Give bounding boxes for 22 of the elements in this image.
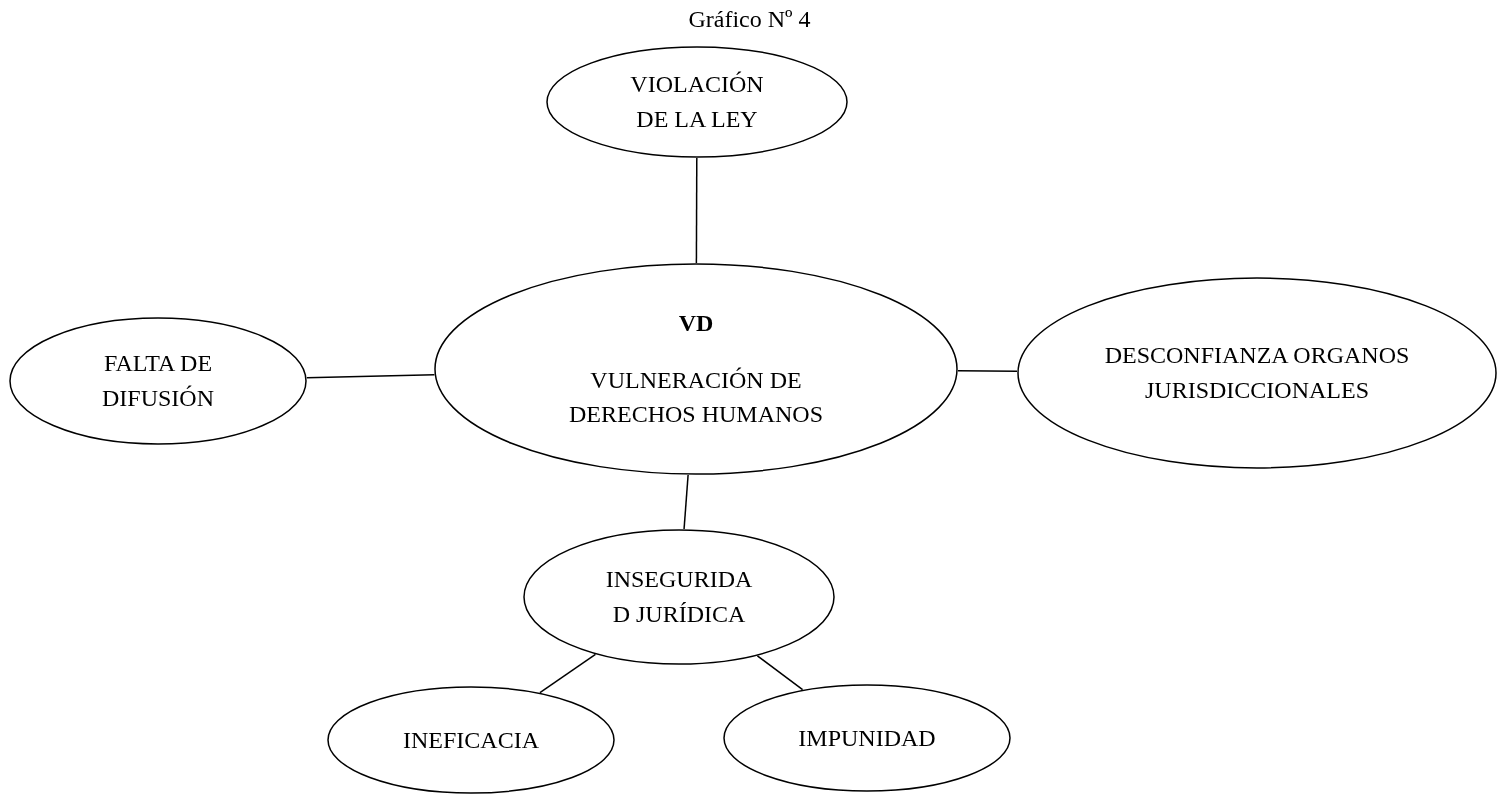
- node-heading: VD: [678, 308, 714, 338]
- diagram-title: Gráfico Nº 4: [688, 6, 811, 33]
- node-label: IMPUNIDAD: [798, 723, 936, 753]
- connector-line: [756, 655, 804, 691]
- node-label: INEFICACIA: [403, 725, 539, 755]
- ellipse-node: [1017, 277, 1497, 469]
- ellipse-node: [723, 684, 1011, 792]
- ellipse-node: [523, 529, 835, 665]
- connector-line: [695, 157, 698, 264]
- connector-line: [539, 653, 597, 694]
- node-label: DESCONFIANZA ORGANOS JURISDICCIONALES: [1103, 341, 1411, 405]
- node-label: VULNERACIÓN DE DERECHOS HUMANOS: [568, 365, 824, 430]
- connector-line: [957, 370, 1018, 373]
- connector-line: [683, 474, 689, 530]
- ellipse-node: [327, 686, 615, 794]
- node-label: FALTA DE DIFUSIÓN: [101, 349, 215, 413]
- connector-line: [306, 374, 436, 379]
- ellipse-node: [546, 46, 848, 158]
- ellipse-node: [434, 263, 958, 475]
- node-label: INSEGURIDA D JURÍDICA: [604, 565, 754, 629]
- node-label: VIOLACIÓN DE LA LEY: [629, 70, 765, 134]
- ellipse-node: [9, 317, 307, 445]
